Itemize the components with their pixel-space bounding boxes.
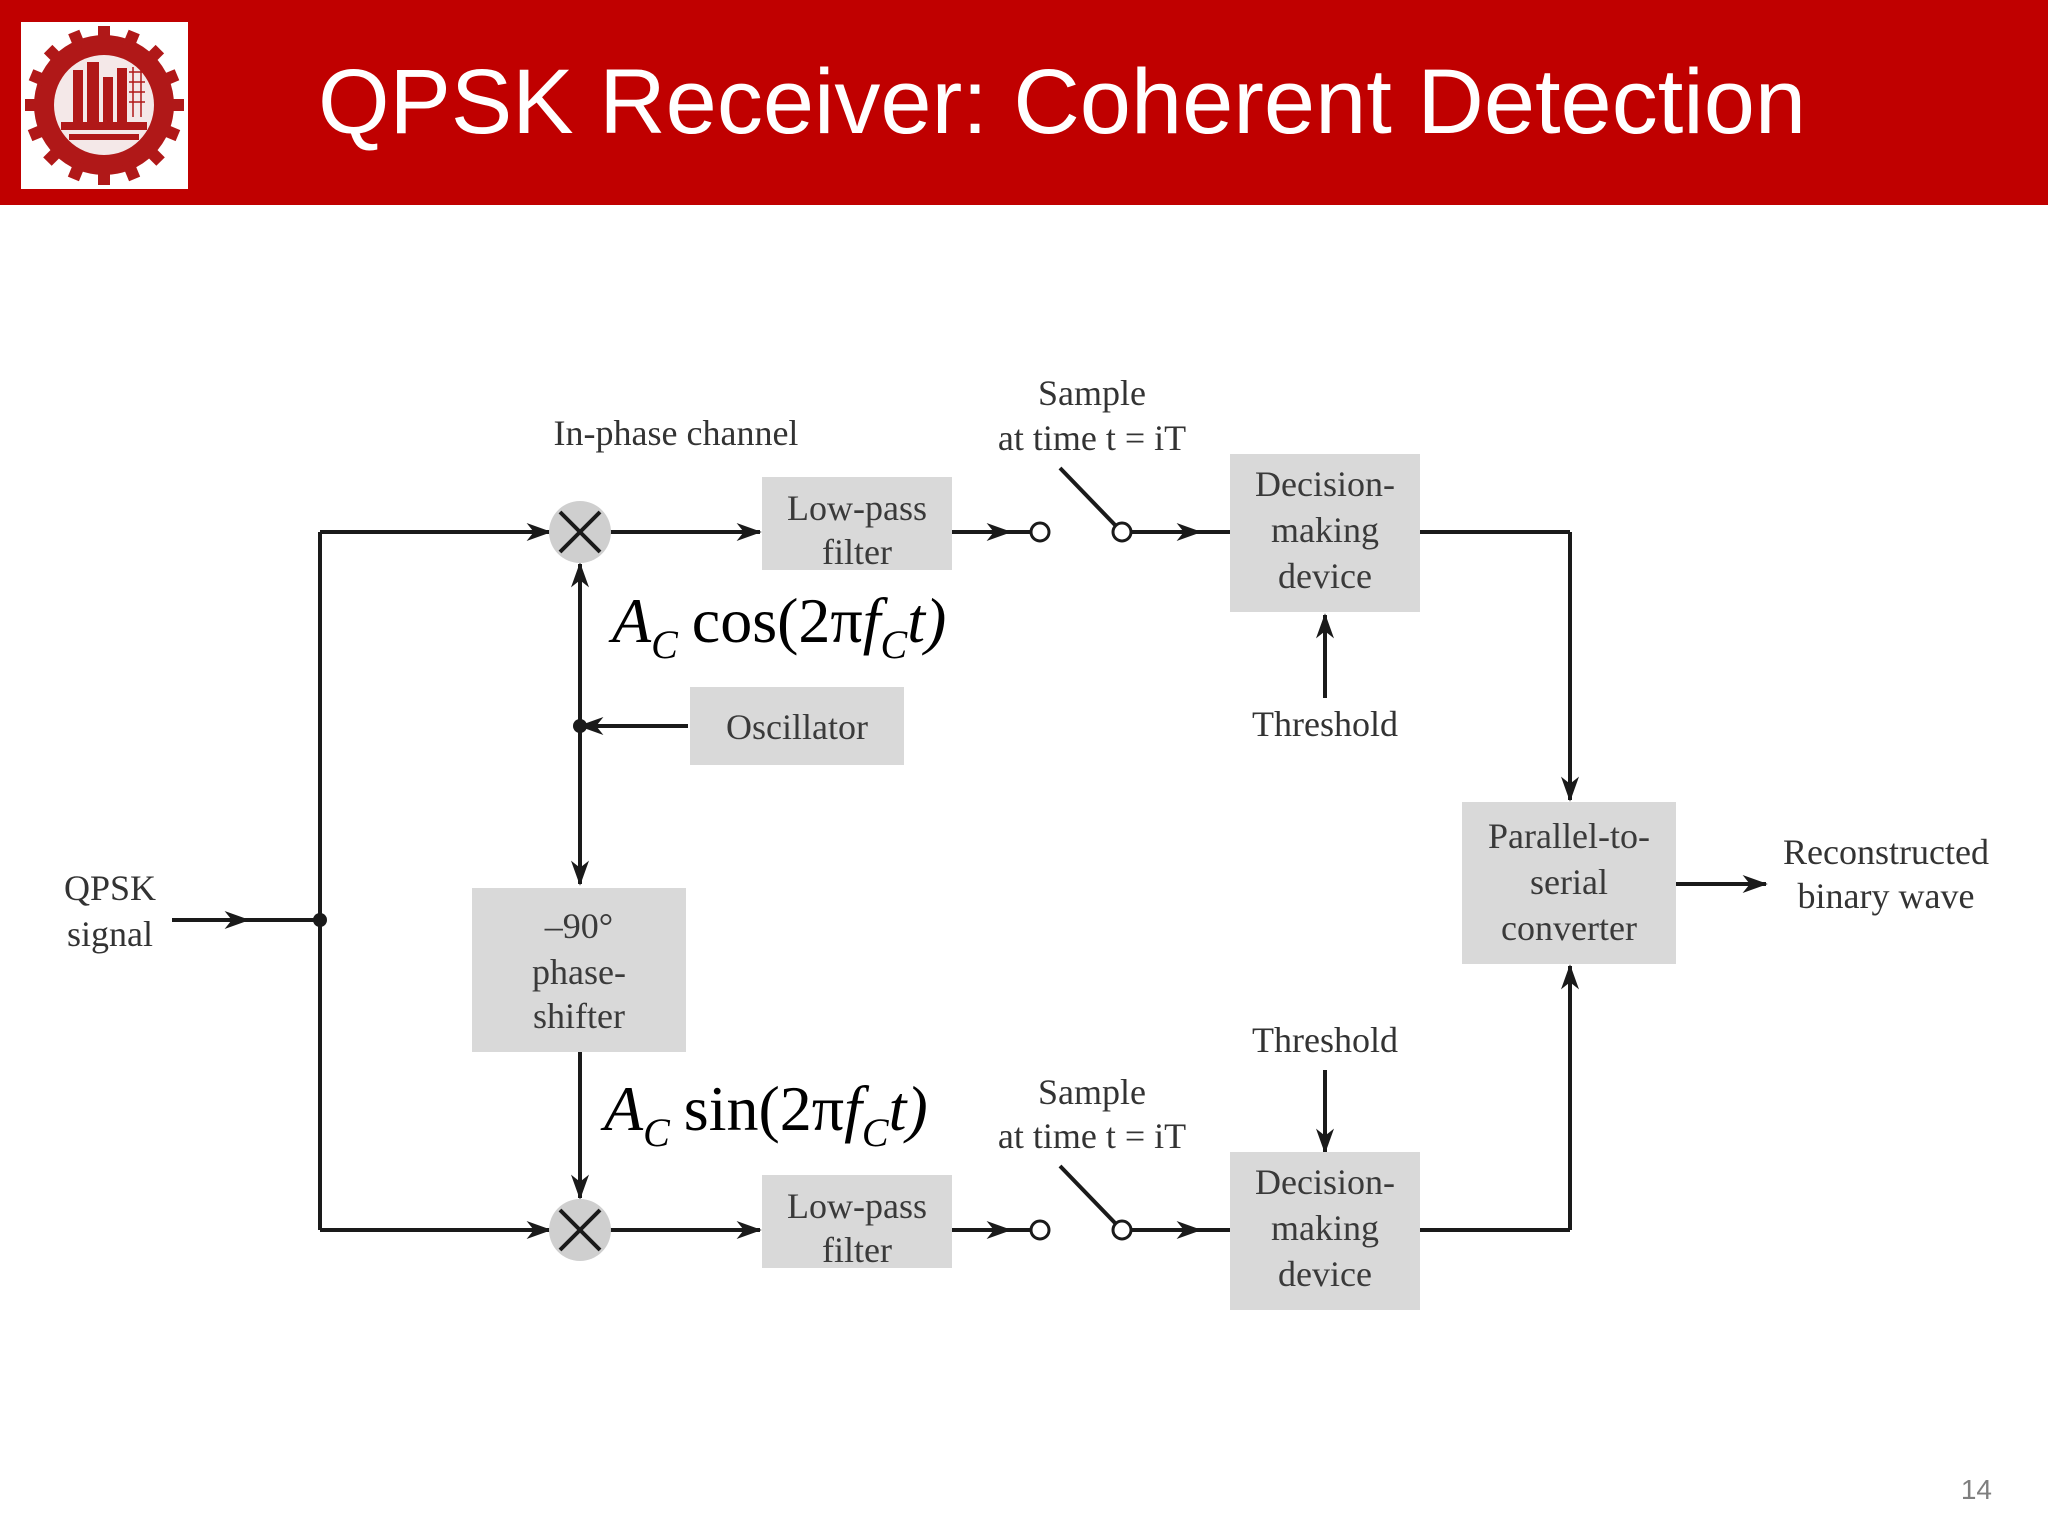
parallel-to-serial-converter	[1462, 802, 1676, 964]
decision-bottom-line2: making	[1271, 1208, 1379, 1248]
multiplier-x-circle-icon	[549, 1199, 611, 1261]
phase-shifter-block	[472, 888, 686, 1052]
decision-top-line3: device	[1278, 556, 1372, 596]
junction-dot	[313, 913, 327, 927]
decision-device-top	[1230, 454, 1420, 612]
decision-device-bottom	[1230, 1152, 1420, 1310]
slide-header: QPSK Receiver: Coherent Detection	[0, 0, 2048, 205]
output-label-line1: Reconstructed	[1783, 832, 1989, 872]
lpf-top-line2: filter	[822, 532, 892, 572]
phase-shifter-line3: shifter	[533, 996, 625, 1036]
output-label-line2: binary wave	[1798, 876, 1975, 916]
oscillator-label: Oscillator	[726, 707, 868, 747]
input-label-line1: QPSK	[64, 868, 156, 908]
lowpass-filter-bottom	[762, 1175, 952, 1268]
p2s-line2: serial	[1530, 862, 1608, 902]
sample-bottom-line1: Sample	[1038, 1072, 1146, 1112]
decision-bottom-line1: Decision-	[1255, 1162, 1395, 1202]
lpf-top-line1: Low-pass	[787, 488, 927, 528]
input-label-line2: signal	[67, 914, 153, 954]
phase-shifter-line1: –90°	[544, 906, 613, 946]
sample-bottom-line2: at time t = iT	[998, 1116, 1186, 1156]
oscillator-block	[690, 687, 904, 765]
lpf-bottom-line2: filter	[822, 1230, 892, 1270]
phase-shifter-line2: phase-	[532, 952, 626, 992]
university-gear-seal-icon	[25, 26, 184, 185]
sampling-switch-bottom	[1058, 1164, 1118, 1226]
sampling-switch-top	[1058, 466, 1118, 528]
junction-dot	[573, 719, 587, 733]
lowpass-filter-top	[762, 477, 952, 570]
threshold-bottom-label: Threshold	[1252, 1020, 1398, 1060]
qpsk-receiver-diagram: Low-pass filter Low-pass filter Decision…	[0, 205, 2048, 1536]
page-number: 14	[1960, 1474, 1992, 1505]
decision-top-line2: making	[1271, 510, 1379, 550]
multiplier-x-circle-icon	[549, 501, 611, 563]
decision-bottom-line3: device	[1278, 1254, 1372, 1294]
sample-top-line2: at time t = iT	[998, 418, 1186, 458]
lpf-bottom-line1: Low-pass	[787, 1186, 927, 1226]
slide-title: QPSK Receiver: Coherent Detection	[318, 51, 1807, 153]
sample-top-line1: Sample	[1038, 373, 1146, 413]
inphase-channel-label: In-phase channel	[554, 413, 799, 453]
decision-top-line1: Decision-	[1255, 464, 1395, 504]
threshold-top-label: Threshold	[1252, 704, 1398, 744]
logo	[21, 22, 188, 189]
p2s-line1: Parallel-to-	[1488, 816, 1650, 856]
p2s-line3: converter	[1501, 908, 1637, 948]
